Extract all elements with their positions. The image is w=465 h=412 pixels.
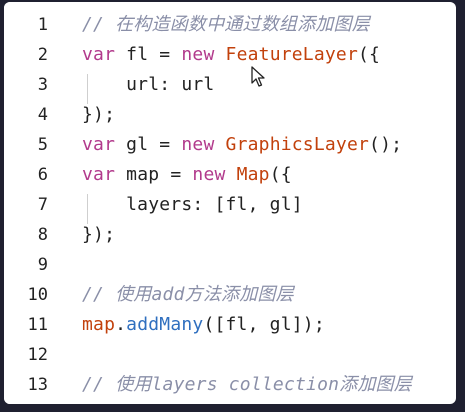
code-token: gl (269, 314, 292, 335)
code-token: layers (82, 194, 193, 215)
code-token: ({ (269, 164, 292, 185)
code-line[interactable]: 12 (4, 340, 456, 370)
code-token (215, 134, 226, 155)
code-token: var (82, 134, 116, 155)
code-token: var (82, 44, 116, 65)
line-number: 2 (37, 45, 48, 65)
code-line[interactable]: 4}); (4, 100, 456, 130)
code-line[interactable]: 6 var map = new Map({ (4, 160, 456, 190)
code-token: fl (115, 44, 160, 65)
code-token (226, 164, 237, 185)
code-token: fl (225, 194, 248, 215)
code-token: new (181, 134, 215, 155)
line-number: 5 (37, 135, 48, 155)
code-line[interactable]: 9 (4, 250, 456, 280)
code-token: : (159, 74, 182, 95)
code-text: }); (82, 220, 115, 250)
code-token: addMany (126, 314, 204, 335)
code-token: gl (115, 134, 160, 155)
code-line[interactable]: 2 var fl = new FeatureLayer({ (4, 40, 456, 70)
mouse-pointer-icon (251, 66, 265, 87)
code-token: Map (236, 164, 270, 185)
code-token: }); (82, 224, 116, 245)
code-text: var gl = new GraphicsLayer(); (82, 130, 402, 160)
line-number: 6 (37, 165, 48, 185)
line-number-gutter (4, 2, 66, 404)
code-line[interactable]: 7 layers: [fl, gl] (4, 190, 456, 220)
indent-guide-block-1 (87, 74, 88, 104)
code-token: , (247, 194, 270, 215)
code-token: fl (225, 314, 248, 335)
code-token: map (115, 164, 171, 185)
code-text: // 在构造函数中通过数组添加图层 (82, 10, 370, 40)
code-comment: // 使用layers collection添加图层 (82, 374, 412, 395)
code-token: map (82, 314, 116, 335)
code-token: new (192, 164, 226, 185)
code-text: var fl = new FeatureLayer({ (82, 40, 380, 70)
code-text: layers: [fl, gl] (82, 190, 303, 220)
code-token (170, 134, 181, 155)
code-token (170, 44, 181, 65)
code-text: // 使用add方法添加图层 (82, 280, 294, 310)
line-number: 1 (37, 15, 48, 35)
code-token: (); (369, 134, 403, 155)
code-token: url (82, 74, 160, 95)
code-text: var map = new Map({ (82, 160, 292, 190)
code-token: new (181, 44, 215, 65)
line-number: 4 (37, 105, 48, 125)
line-number: 8 (37, 225, 48, 245)
line-number: 13 (27, 375, 48, 395)
code-token: ] (291, 194, 303, 215)
code-token: url (181, 74, 215, 95)
code-token: = (170, 164, 182, 185)
code-text: url: url (82, 70, 214, 100)
code-line[interactable]: 11 map.addMany([fl, gl]); (4, 310, 456, 340)
line-number: 9 (37, 255, 48, 275)
code-line[interactable]: 1 // 在构造函数中通过数组添加图层 (4, 10, 456, 40)
code-token (215, 44, 226, 65)
line-number: 10 (27, 285, 48, 305)
line-number: 7 (37, 195, 48, 215)
code-token: gl (269, 194, 292, 215)
code-token: , (247, 314, 270, 335)
code-line[interactable]: 3 url: url (4, 70, 456, 100)
line-number: 3 (37, 75, 48, 95)
line-number: 14 (4, 400, 48, 404)
code-token: = (159, 44, 171, 65)
code-editor[interactable]: 1 // 在构造函数中通过数组添加图层 2 var fl = new FeatureL… (4, 2, 456, 404)
code-token (181, 164, 192, 185)
code-line[interactable]: 10 // 使用add方法添加图层 (4, 280, 456, 310)
code-token: . (115, 314, 127, 335)
code-text: map.layers.addMany([fl, gl]); (82, 400, 402, 404)
code-text: }); (82, 100, 115, 130)
code-token: var (82, 164, 116, 185)
line-number: 12 (27, 345, 48, 365)
code-line[interactable]: 13 // 使用layers collection添加图层 (4, 370, 456, 400)
line-number: 11 (27, 315, 48, 335)
code-token: ({ (358, 44, 381, 65)
code-token: = (159, 134, 171, 155)
code-token: GraphicsLayer (225, 134, 370, 155)
code-line[interactable]: 14 map.layers.addMany([fl, gl]); (4, 400, 456, 404)
code-token: ]); (291, 314, 325, 335)
indent-guide-block-2 (87, 194, 88, 224)
code-token: ([ (203, 314, 226, 335)
code-text: // 使用layers collection添加图层 (82, 370, 412, 400)
code-token: : [ (192, 194, 226, 215)
code-comment: // 在构造函数中通过数组添加图层 (82, 14, 370, 35)
code-line[interactable]: 5 var gl = new GraphicsLayer(); (4, 130, 456, 160)
code-line[interactable]: 8}); (4, 220, 456, 250)
code-token: }); (82, 104, 116, 125)
code-text: map.addMany([fl, gl]); (82, 310, 325, 340)
code-token: FeatureLayer (225, 44, 358, 65)
code-comment: // 使用add方法添加图层 (82, 284, 294, 305)
